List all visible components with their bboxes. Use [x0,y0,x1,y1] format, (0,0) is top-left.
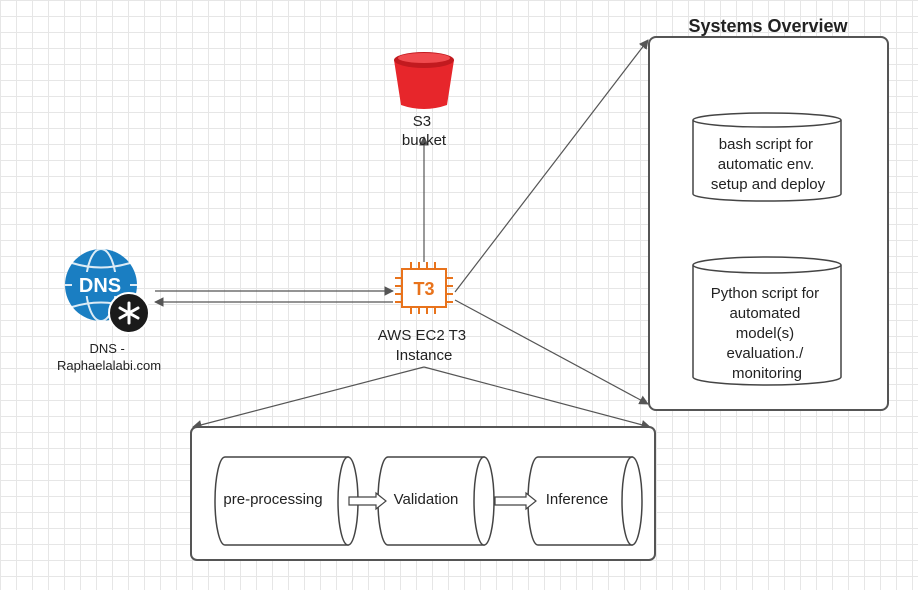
python-script-cylinder: Python script for automated model(s) eva… [692,256,842,386]
s3-bucket-node: S3 bucket [394,52,454,149]
instance-to-pipeline-left-arrow [192,366,425,430]
pipeline-stage-validation: Validation [377,456,495,546]
ec2-to-overview-bottom-arrow [454,299,649,405]
ec2-label-line: AWS EC2 T3 [378,327,466,344]
dns-label-line: DNS - [89,341,124,356]
dns-node: DNS DNS - Raphaelalabi.com [57,248,161,373]
pipeline-stage-label: pre-processing [223,491,322,508]
pipeline-stage-preprocessing: pre-processing [214,456,359,546]
systems-overview-title: Systems Overview [688,16,848,36]
pipeline-arrow [494,491,537,511]
dns-icon-text: DNS [79,275,121,297]
ec2-to-overview-top-arrow [454,39,649,293]
svg-text:Python script for auto: Python script for automated model(s) eva… [711,285,824,382]
s3-label-line: bucket [402,132,447,149]
bash-script-cylinder: bash script for automatic env. setup and… [692,112,842,202]
ec2-label-line: Instance [396,347,453,364]
instance-to-pipeline-right-arrow [423,366,651,430]
bash-script-label-line: setup and deploy [711,176,826,193]
pipeline-stage-label: Validation [394,491,459,508]
bash-script-label-line: automatic env. [718,156,814,173]
pipeline-stage-inference: Inference [527,456,643,546]
ec2-chip-icon [395,262,453,314]
pipeline-stage-label: Inference [546,491,609,508]
ec2-node: T3 AWS EC2 T3 Instance [378,262,471,364]
svg-text:S3 bucket: S3 bucket [402,113,447,149]
python-script-label-line: automated [729,305,800,322]
pipeline-arrow [348,491,387,511]
asterisk-badge-icon [108,292,150,334]
svg-text:AWS EC2 T3 Instance: AWS EC2 T3 Instance [378,327,471,364]
systems-overview: Systems Overview bash script for automat… [648,16,889,411]
python-script-label-line: evaluation./ [727,345,805,362]
pipeline: pre-processing Validation Inference [190,426,656,561]
bash-script-label-line: bash script for [719,136,813,153]
s3-label-line: S3 [413,113,431,130]
svg-text:bash script for automa: bash script for automatic env. setup and… [711,136,826,193]
python-script-label-line: Python script for [711,285,819,302]
s3-bucket-icon [394,52,454,109]
dns-label-line: Raphaelalabi.com [57,358,161,373]
python-script-label-line: model(s) [736,325,794,342]
python-script-label-line: monitoring [732,365,802,382]
ec2-chip-text: T3 [413,279,434,299]
svg-text:DNS - Raphaelalabi.com: DNS - Raphaelalabi.com [57,341,161,373]
connectors [154,39,651,430]
